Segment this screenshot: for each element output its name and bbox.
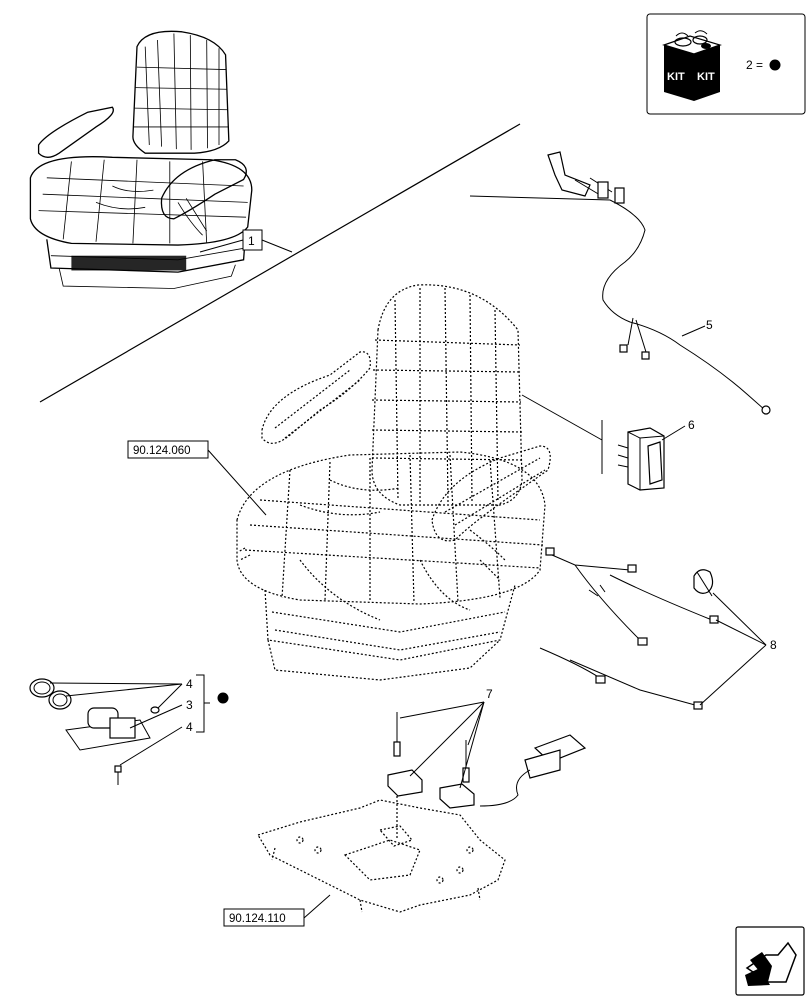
- part-6-rocker-switch: 6: [521, 394, 695, 491]
- part-7-mounting-hardware: 7: [387, 687, 587, 809]
- svg-text:90.124.110: 90.124.110: [229, 913, 286, 925]
- svg-text:4: 4: [186, 720, 193, 734]
- svg-text:3: 3: [186, 698, 193, 712]
- filled-dot-icon: [217, 692, 229, 704]
- reference-90-124-060: 90.124.060: [127, 440, 267, 516]
- svg-text:8: 8: [770, 638, 777, 652]
- seat-assembly-dashed: [236, 284, 551, 681]
- filled-dot-icon: [769, 59, 781, 71]
- svg-text:90.124.060: 90.124.060: [133, 445, 191, 457]
- parts-3-4-clips-actuator: 4 3 4: [29, 674, 229, 785]
- svg-text:6: 6: [688, 418, 695, 432]
- callout-1: 1: [199, 229, 293, 253]
- seat-assembly-small: [29, 30, 253, 289]
- svg-text:4: 4: [186, 677, 193, 691]
- svg-text:5: 5: [706, 318, 713, 332]
- part-5-wiring-harness: 5: [469, 151, 771, 415]
- kit-equation: 2 =: [746, 58, 763, 72]
- separator-line: [39, 123, 521, 403]
- svg-text:1: 1: [248, 234, 255, 248]
- reference-90-124-110: 90.124.110: [223, 894, 331, 927]
- kit-label-left: KIT: [667, 71, 685, 83]
- kit-box-icon: KIT KIT: [662, 30, 722, 101]
- svg-text:7: 7: [486, 687, 493, 701]
- next-page-arrow-button[interactable]: [735, 926, 805, 996]
- mounting-plate: [257, 796, 506, 913]
- kit-legend: KIT KIT 2 =: [646, 13, 806, 115]
- kit-label-right: KIT: [697, 71, 715, 83]
- part-8-cables: 8: [539, 547, 777, 710]
